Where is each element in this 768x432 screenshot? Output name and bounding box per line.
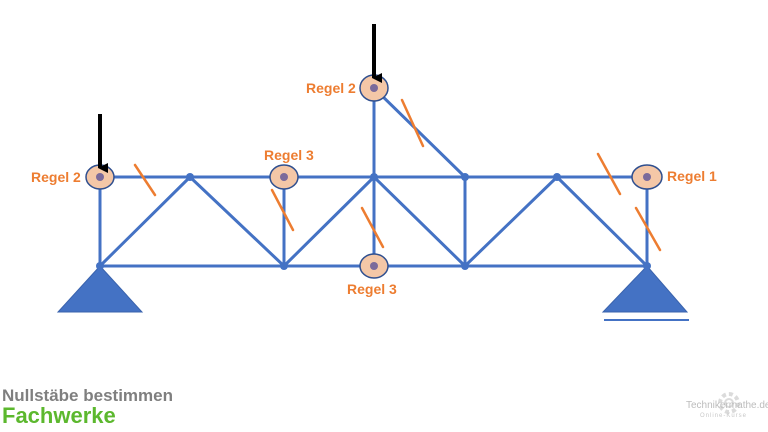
node — [96, 262, 104, 270]
member-diagonal-6 — [555, 175, 649, 268]
member-diagonal-5 — [463, 175, 559, 268]
node-center — [370, 84, 378, 92]
zero-member-mark — [360, 206, 385, 249]
gear-icon — [718, 392, 740, 414]
member-diagonal-2 — [188, 175, 286, 268]
logo-text: Technikermathe.de — [686, 400, 768, 411]
right-support — [601, 265, 689, 313]
member-top-diagonal — [372, 86, 467, 179]
node — [370, 173, 378, 181]
zero-member-mark — [133, 163, 157, 197]
rule-label-bottom: Regel 3 — [347, 281, 397, 297]
rule-label-mid: Regel 3 — [264, 147, 314, 163]
node — [643, 262, 651, 270]
zero-member-mark — [270, 188, 295, 232]
zero-member-marks — [133, 98, 662, 252]
left-support — [56, 265, 144, 313]
zero-member-mark — [400, 98, 425, 148]
zero-member-mark — [596, 152, 622, 196]
rule-label-right: Regel 1 — [667, 168, 717, 184]
node — [461, 262, 469, 270]
node — [553, 173, 561, 181]
node — [186, 173, 194, 181]
zero-member-mark — [634, 206, 662, 252]
brand-logo: Technikermathe.de Online-Kurse — [684, 388, 768, 428]
page-title: Fachwerke — [2, 403, 116, 428]
member-diagonal-4 — [372, 175, 467, 268]
node-center — [280, 173, 288, 181]
node-center — [370, 262, 378, 270]
node-dots — [96, 173, 651, 270]
rule-label-top: Regel 2 — [306, 80, 356, 96]
member-diagonal-1 — [98, 175, 192, 268]
node-center — [643, 173, 651, 181]
node — [280, 262, 288, 270]
member-diagonal-3 — [282, 175, 376, 268]
rule-label-top-left: Regel 2 — [31, 169, 81, 185]
node — [461, 173, 469, 181]
logo-subtext: Online-Kurse — [700, 413, 748, 419]
node-center — [96, 173, 104, 181]
page-subtitle: Nullstäbe bestimmen — [2, 386, 173, 405]
highlight-centers — [96, 84, 651, 270]
